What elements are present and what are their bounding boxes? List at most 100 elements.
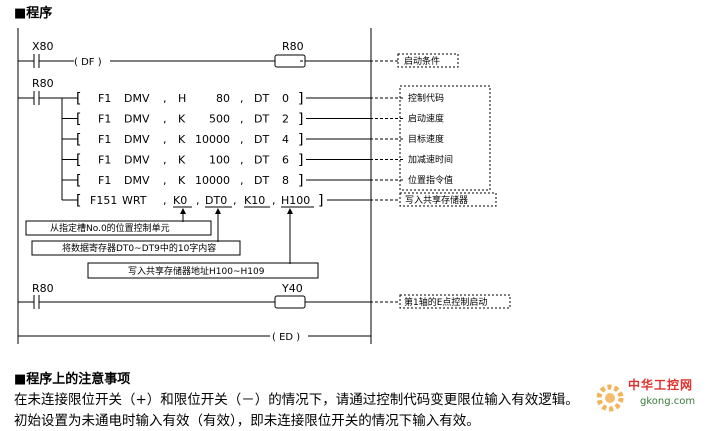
dmv-value: 500: [209, 113, 230, 126]
dmv-value: 10000: [195, 174, 230, 187]
dmv-bracket-left: [: [76, 132, 81, 148]
comment-group-box: [399, 85, 491, 191]
dmv-op: DMV: [124, 133, 150, 146]
wrt-b: DT0: [205, 194, 227, 207]
dmv-sep: ,: [240, 154, 244, 167]
dmv-op: DMV: [124, 113, 150, 126]
dmv-reg: DT: [254, 174, 269, 187]
dmv-index: 6: [282, 154, 289, 167]
df-instruction: ( DF ): [74, 57, 102, 68]
dmv-value: 100: [209, 154, 230, 167]
dmv-f: F1: [98, 133, 111, 146]
dmv-f: F1: [98, 154, 111, 167]
dmv-op: DMV: [124, 92, 150, 105]
dmv-reg: DT: [254, 154, 269, 167]
notes-line-2: 初始设置为未通电时输入有效（有效），即未连接限位开关的情况下输入有效。: [14, 413, 480, 429]
wrt-f: F151: [90, 194, 117, 207]
dmv-bracket-left: [: [76, 173, 81, 189]
dmv-bracket-right: ]: [298, 153, 303, 169]
dmv-reg: DT: [254, 92, 269, 105]
contact-r80-bottom-label: R80: [32, 282, 54, 295]
wrt-d: H100: [281, 194, 310, 207]
coil-r80-label: R80: [282, 40, 304, 53]
dmv-value: 80: [216, 92, 230, 105]
dmv-type: H: [178, 92, 186, 105]
dmv-sep: ,: [163, 113, 167, 126]
comment-box-y40: [399, 294, 511, 309]
rung-wrt: [ F151 WRT , K0 , DT0 , K10 , H100 ] 写入共…: [25, 192, 497, 279]
rung-start: X80 ( DF ) R80 启动条件: [18, 40, 459, 68]
callout-slot: 从指定槽No.0的位置控制单元: [50, 222, 170, 234]
coil-y40-label: Y40: [281, 282, 303, 295]
dmv-sep: ,: [240, 174, 244, 187]
comment-start-condition: 启动条件: [404, 55, 440, 67]
comment-y40: 第1轴的E点控制启动: [404, 296, 487, 308]
section-notes-heading: ■程序上的注意事项: [14, 372, 131, 387]
notes-line-1: 在未连接限位开关（+）和限位开关（－）的情况下，请通过控制代码变更限位输入有效逻…: [14, 392, 579, 408]
coil-y40: [274, 295, 306, 309]
comment-box-start: [397, 53, 459, 68]
callout-dt: 将数据寄存器DT0~DT9中的10字内容: [62, 242, 216, 254]
dmv-op: DMV: [124, 174, 150, 187]
watermark-url: gkong.com: [640, 396, 696, 407]
wrt-sep1: ,: [163, 194, 167, 207]
comment-box-wrt: [399, 192, 497, 207]
dmv-bracket-right: ]: [298, 112, 303, 128]
dmv-bracket-right: ]: [298, 91, 303, 107]
dmv-comment: 控制代码: [408, 92, 444, 104]
dmv-type: K: [178, 133, 186, 146]
dmv-comment: 位置指令值: [408, 174, 453, 186]
dmv-type: K: [178, 154, 186, 167]
dmv-op: DMV: [124, 154, 150, 167]
contact-r80-label: R80: [32, 77, 54, 90]
comment-wrt: 写入共享存储器: [405, 194, 468, 206]
section-program-heading: ■程序: [14, 6, 53, 21]
dmv-reg: DT: [254, 133, 269, 146]
rung-ed: ( ED ): [18, 332, 371, 343]
dmv-type: K: [178, 113, 186, 126]
rung-y40: R80 Y40 第1轴的E点控制启动: [18, 282, 511, 309]
dmv-type: K: [178, 174, 186, 187]
wrt-sep3: ,: [233, 194, 237, 207]
dmv-sep: ,: [163, 133, 167, 146]
ed-instruction: ( ED ): [272, 332, 300, 343]
wrt-bracket-left: [: [76, 193, 81, 209]
dmv-value: 10000: [195, 133, 230, 146]
wrt-op: WRT: [122, 194, 147, 207]
dmv-bracket-right: ]: [298, 173, 303, 189]
dmv-bracket-left: [: [76, 153, 81, 169]
rung-dmv: R80: [18, 77, 63, 200]
dmv-sep: ,: [163, 92, 167, 105]
dmv-sep: ,: [240, 113, 244, 126]
dmv-f: F1: [98, 92, 111, 105]
callout-h: 写入共享存储器地址H100~H109: [128, 265, 265, 277]
callout-dt-box: [31, 240, 241, 256]
watermark-gear-icon: [596, 384, 624, 412]
dmv-index: 0: [282, 92, 289, 105]
contact-x80-label: X80: [32, 40, 54, 53]
dmv-comment: 目标速度: [408, 133, 444, 145]
wrt-sep2: ,: [196, 194, 200, 207]
dmv-sep: ,: [163, 174, 167, 187]
wrt-bracket-right: ]: [318, 193, 323, 209]
callout-slot-box: [25, 220, 212, 236]
dmv-sep: ,: [240, 92, 244, 105]
dmv-bracket-right: ]: [298, 132, 303, 148]
dmv-reg: DT: [254, 113, 269, 126]
dmv-sep: ,: [163, 154, 167, 167]
wrt-sep4: ,: [272, 194, 276, 207]
dmv-index: 2: [282, 113, 289, 126]
dmv-f: F1: [98, 113, 111, 126]
callout-h-box: [87, 262, 319, 279]
dmv-comment: 加减速时间: [408, 154, 453, 166]
dmv-index: 4: [282, 133, 289, 146]
dmv-comment: 启动速度: [408, 113, 444, 125]
dmv-sep: ,: [240, 133, 244, 146]
wrt-c: K10: [244, 194, 265, 207]
watermark-brand: 中华工控网: [628, 378, 694, 392]
dmv-f: F1: [98, 174, 111, 187]
dmv-bracket-left: [: [76, 91, 81, 107]
dmv-bracket-left: [: [76, 112, 81, 128]
